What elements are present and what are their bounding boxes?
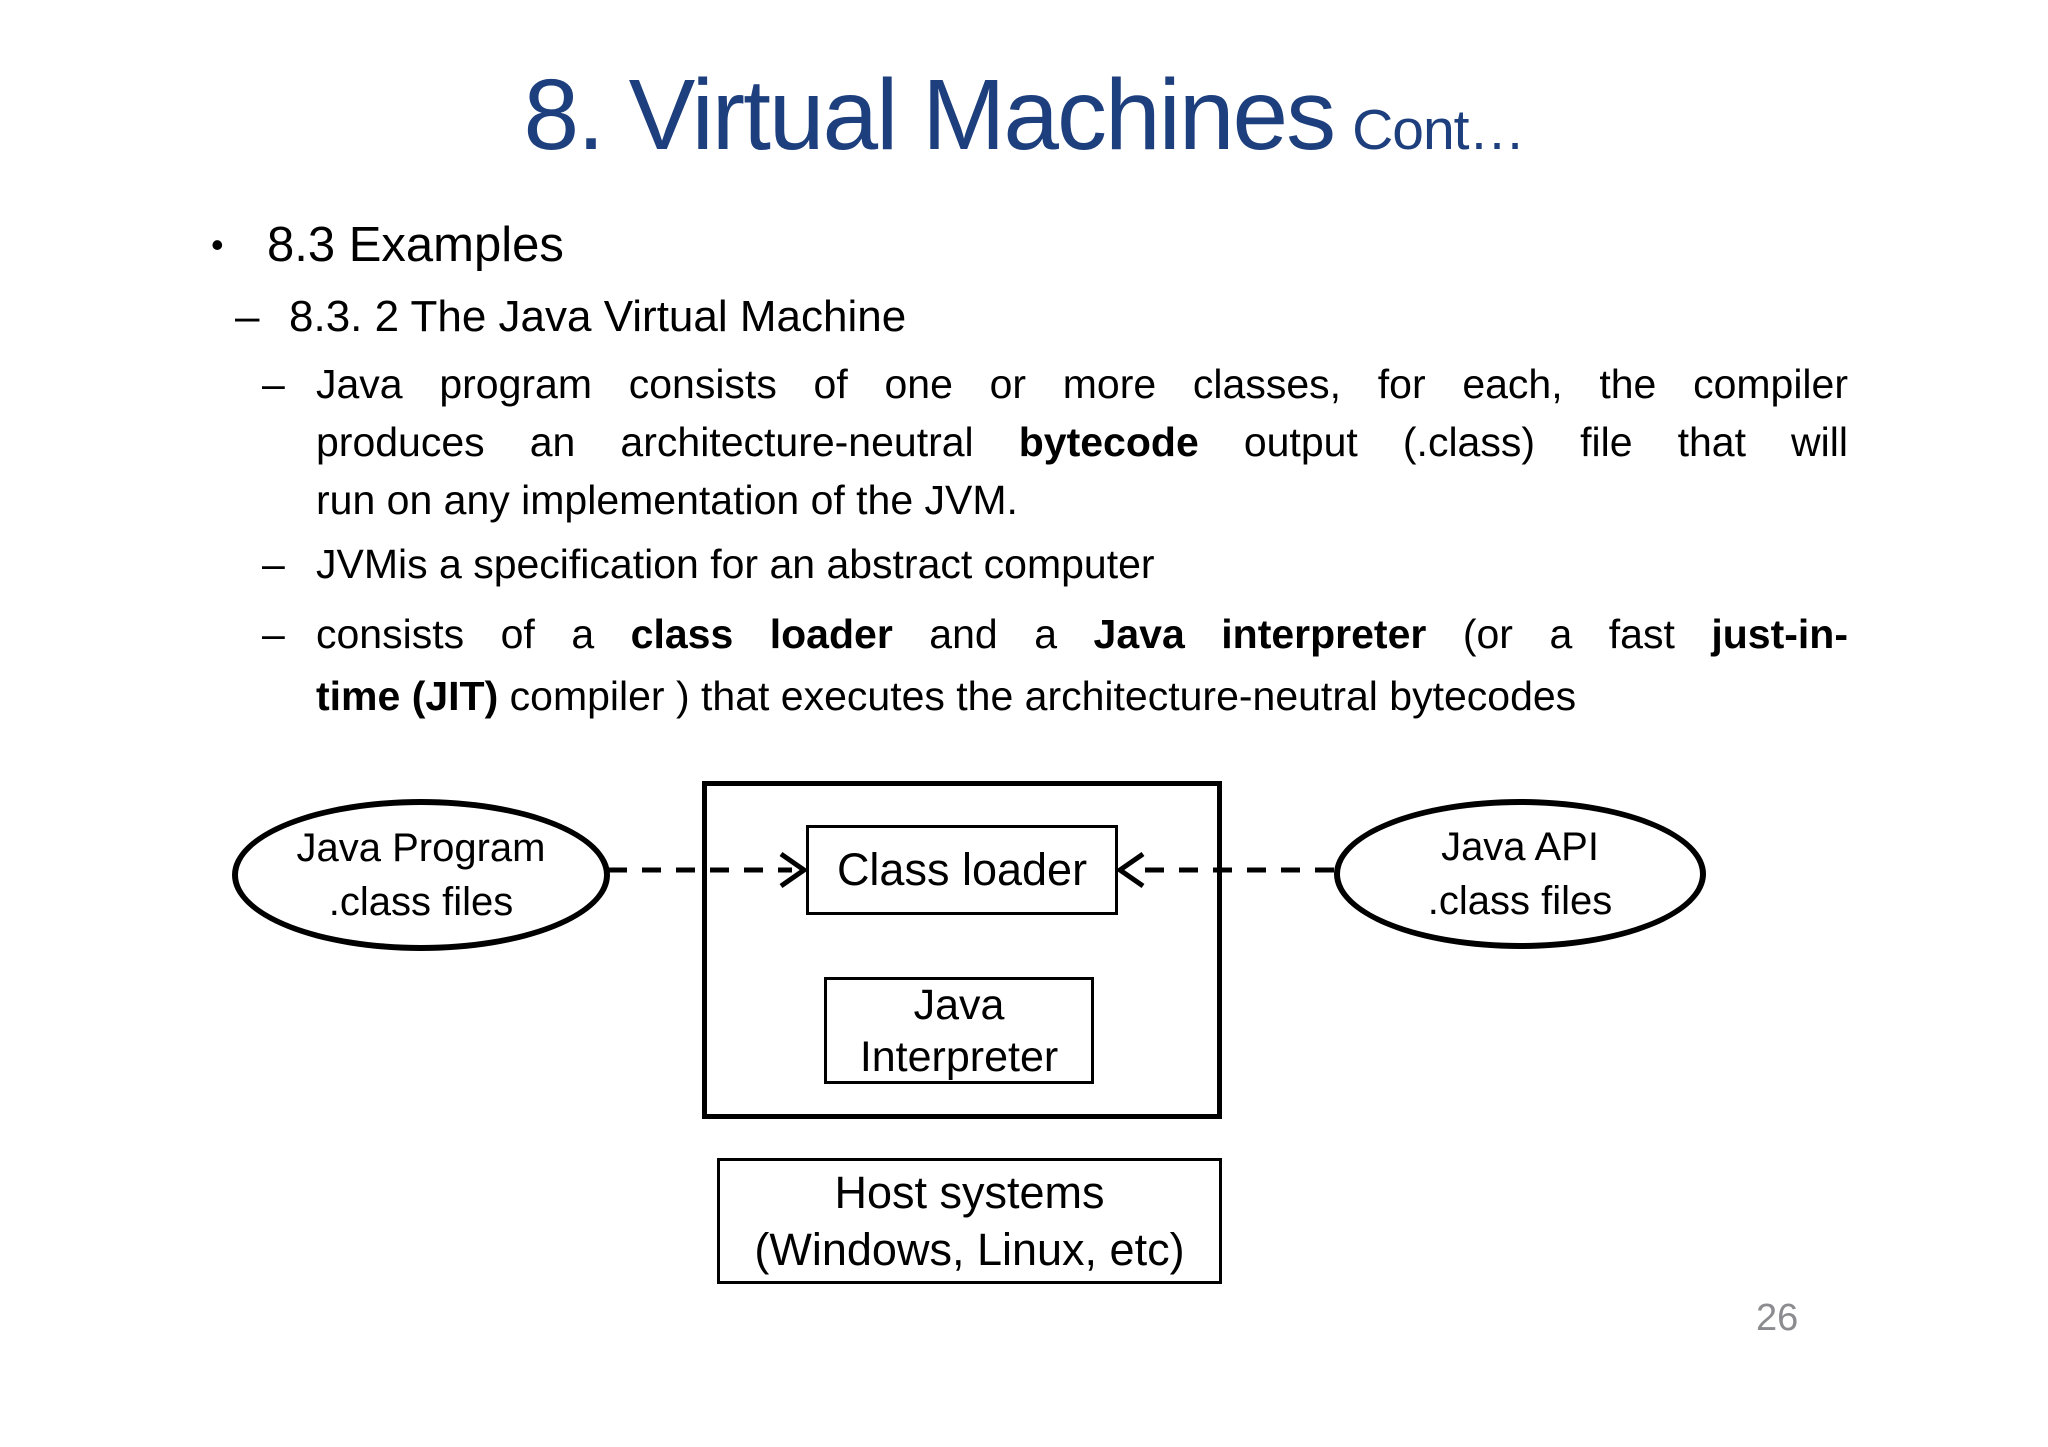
bullet-examples-text: 8.3 Examples [267, 218, 564, 272]
bullet-examples: • 8.3 Examples [205, 215, 1848, 275]
page-title-text: 8. Virtual Machines [523, 59, 1337, 171]
bullet-jvm-heading-text: 8.3. 2 The Java Virtual Machine [289, 292, 907, 341]
bullet-jvm-spec-text: JVMis a specification for an abstract co… [316, 541, 1155, 587]
java-interpreter-line2: Interpreter [859, 1032, 1059, 1081]
text-segment: output (.class) file that will [1198, 419, 1848, 465]
java-interpreter-box: Java Interpreter [824, 977, 1094, 1084]
text-segment: class loader [630, 611, 893, 657]
class-loader-label: Class loader [836, 844, 1088, 895]
java-program-ellipse: Java Program .class files [232, 799, 610, 951]
bullet-jvm-spec: – JVMis a specification for an abstract … [262, 535, 1848, 593]
java-api-ellipse-line2: .class files [1427, 879, 1613, 923]
text-segment: consists of a [316, 611, 631, 657]
paragraph-line: produces an architecture-neutral bytecod… [316, 413, 1848, 471]
host-systems-line1: Host systems [834, 1167, 1105, 1218]
bullet-java-program-text: Java program consists of one or more cla… [316, 355, 1848, 529]
text-segment: compiler ) that executes the architectur… [498, 673, 1577, 719]
text-segment: run on any implementation of the JVM. [316, 477, 1018, 523]
dash-marker-icon: – [235, 292, 260, 341]
host-systems-box: Host systems (Windows, Linux, etc) [717, 1158, 1222, 1284]
page-number: 26 [1756, 1297, 1799, 1339]
text-segment: time (JIT) [316, 673, 499, 719]
jvm-boundary-rect [702, 781, 1222, 1119]
java-program-ellipse-line1: Java Program [296, 826, 546, 870]
dashed-arrows [608, 851, 1334, 889]
host-systems-line2: (Windows, Linux, etc) [754, 1224, 1185, 1275]
paragraph-line: Java program consists of one or more cla… [316, 355, 1848, 413]
text-segment: bytecode [1018, 419, 1199, 465]
text-segment: and a [892, 611, 1094, 657]
paragraph-line: run on any implementation of the JVM. [316, 471, 1848, 529]
dash-marker-icon: – [262, 361, 285, 407]
java-api-ellipse-line1: Java API [1441, 825, 1599, 869]
bullet-dot-icon: • [211, 224, 224, 265]
text-segment: just-in- [1711, 611, 1849, 657]
java-api-ellipse: Java API .class files [1334, 799, 1706, 949]
class-loader-box: Class loader [806, 825, 1118, 915]
bullet-jvm-heading: – 8.3. 2 The Java Virtual Machine [235, 289, 1848, 345]
body-text: • 8.3 Examples – 8.3. 2 The Java Virtual… [205, 215, 1848, 727]
paragraph-line: consists of a class loader and a Java in… [316, 603, 1848, 665]
paragraph-line: time (JIT) compiler ) that executes the … [316, 665, 1848, 727]
java-interpreter-line1: Java [913, 980, 1005, 1029]
bullet-java-program: – Java program consists of one or more c… [262, 355, 1848, 529]
page-title-suffix: Cont… [1352, 98, 1525, 162]
dash-marker-icon: – [262, 541, 285, 587]
dash-marker-icon: – [262, 611, 285, 657]
text-segment: produces an architecture-neutral [316, 419, 1019, 465]
java-program-ellipse-line2: .class files [328, 880, 514, 924]
text-segment: (or a fast [1426, 611, 1712, 657]
dashed-arrow-left [608, 851, 809, 889]
bullet-consists-text: consists of a class loader and a Java in… [316, 603, 1848, 727]
bullet-consists: – consists of a class loader and a Java … [262, 603, 1848, 727]
text-segment: Java interpreter [1093, 611, 1427, 657]
dashed-arrow-right [1115, 851, 1334, 889]
text-segment: Java program consists of one or more cla… [316, 361, 1848, 407]
